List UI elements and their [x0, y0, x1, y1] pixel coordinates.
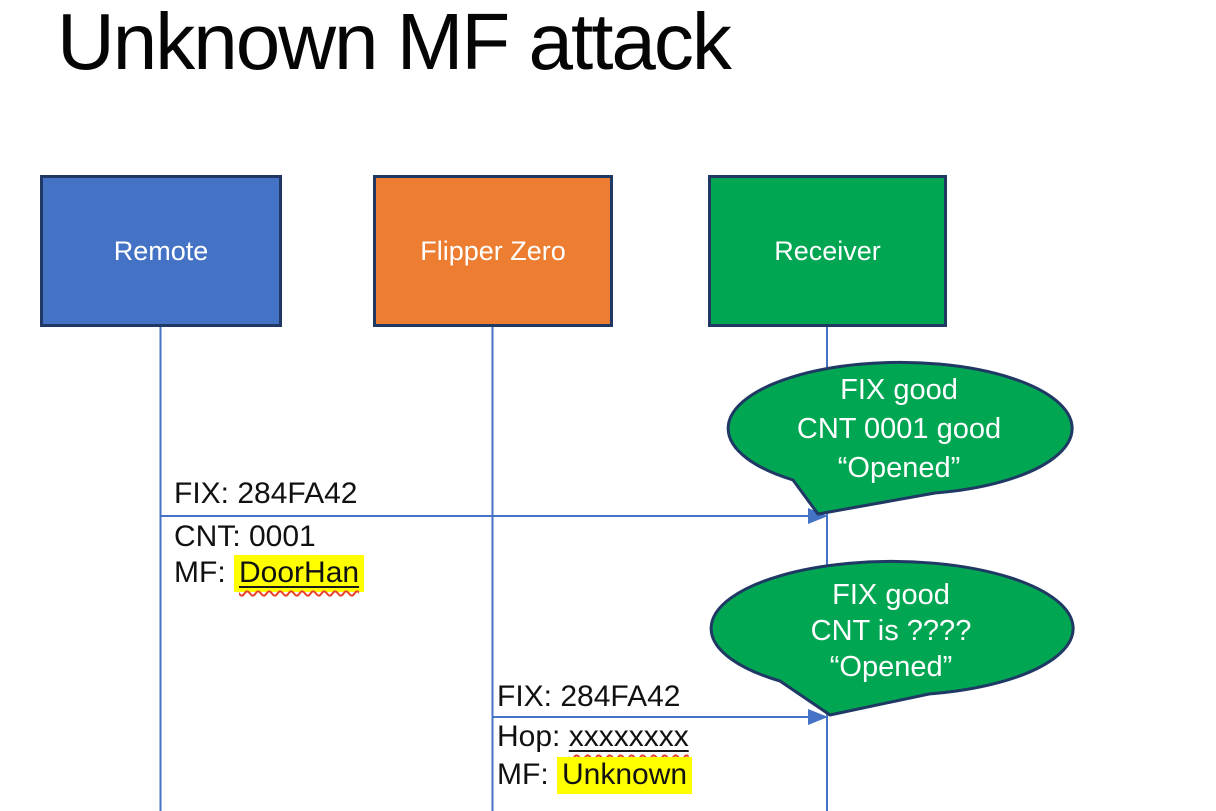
message-1-mf-value-highlight: DoorHan: [234, 555, 365, 592]
page-title: Unknown MF attack: [57, 0, 732, 86]
message-1-mf-prefix: MF:: [174, 556, 234, 589]
actor-box-remote[interactable]: Remote: [40, 175, 282, 327]
message-2-line-hop: Hop: xxxxxxxx: [497, 720, 689, 754]
message-1-fix-text: FIX: 284FA42: [174, 477, 358, 510]
message-2-mf-prefix: MF:: [497, 758, 557, 791]
message-1-mf-value: DoorHan: [239, 556, 360, 589]
callout-1-line-1: FIX good: [840, 374, 958, 406]
actor-label-flipper-zero: Flipper Zero: [420, 235, 566, 266]
message-1-line-mf: MF: DoorHan: [174, 555, 365, 592]
callout-2-line-3: “Opened”: [829, 651, 953, 683]
callout-1-text: FIX good CNT 0001 good “Opened”: [727, 371, 1071, 488]
actor-box-receiver[interactable]: Receiver: [708, 175, 947, 327]
message-2-fix-text: FIX: 284FA42: [497, 680, 681, 713]
message-1-cnt-value: 0001: [249, 520, 316, 553]
message-1-line-fix: FIX: 284FA42: [174, 477, 357, 511]
message-2-hop-value-squiggle: xxxxxxxx: [569, 720, 689, 753]
message-2-arrowhead-icon: [808, 709, 828, 725]
callout-2-line-2: CNT is ????: [810, 615, 972, 647]
callout-2-text: FIX good CNT is ???? “Opened”: [710, 577, 1072, 685]
message-2-line-mf: MF: Unknown: [497, 757, 693, 794]
callout-bubble-2[interactable]: [709, 559, 1075, 717]
actor-box-flipper-zero[interactable]: Flipper Zero: [373, 175, 613, 327]
message-1-cnt-prefix: CNT:: [174, 520, 249, 553]
message-2-hop-value: xxxxxxxx: [568, 720, 689, 753]
actor-label-remote: Remote: [113, 235, 209, 266]
callout-2-line-1: FIX good: [832, 579, 950, 611]
callout-1-line-3: “Opened”: [837, 452, 961, 484]
message-1-arrowhead-icon: [808, 508, 828, 524]
callout-bubble-1[interactable]: [726, 360, 1074, 516]
message-2-hop-prefix: Hop:: [497, 720, 569, 753]
message-2-mf-value: Unknown: [557, 757, 693, 794]
actor-label-receiver: Receiver: [774, 235, 881, 266]
message-1-line-cnt: CNT: 0001: [174, 520, 316, 554]
message-2-line-fix: FIX: 284FA42: [497, 680, 680, 714]
callout-1-line-2: CNT 0001 good: [796, 413, 1002, 445]
